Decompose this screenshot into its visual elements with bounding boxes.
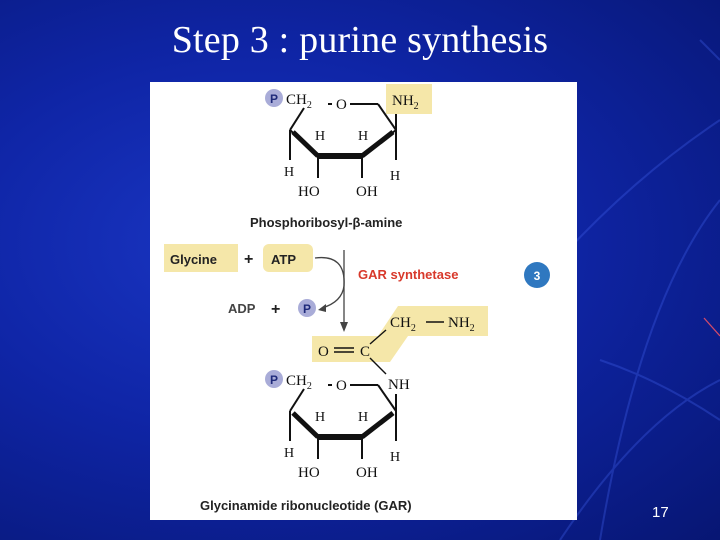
nh2-label: NH2	[392, 93, 419, 112]
svg-text:P: P	[270, 92, 278, 106]
figure-panel: P CH2 O NH2 H H	[150, 82, 577, 520]
reaction-diagram: P CH2 O NH2 H H	[164, 84, 550, 513]
product-name: Glycinamide ribonucleotide (GAR)	[200, 498, 412, 513]
ch2-label: CH2	[286, 92, 312, 111]
phosphate-icon	[265, 370, 283, 388]
plus-sign-input: +	[244, 251, 253, 268]
atp-highlight	[263, 244, 313, 272]
slide-title: Step 3 : purine synthesis	[171, 19, 549, 61]
adp-label: ADP	[228, 301, 256, 316]
decorative-line	[703, 317, 720, 337]
svg-text:H: H	[358, 129, 368, 144]
svg-text:H: H	[315, 410, 325, 425]
phosphate-icon	[298, 299, 316, 317]
nh-label: NH	[388, 377, 410, 393]
slide-number: 17	[652, 504, 669, 521]
svg-text:H: H	[390, 450, 400, 465]
cofactor-arrow	[314, 256, 345, 309]
atp-label: ATP	[271, 252, 296, 267]
svg-text:OH: OH	[356, 465, 378, 481]
svg-text:CH2: CH2	[286, 373, 312, 392]
glycine-highlight	[164, 244, 238, 272]
step-number: 3	[534, 269, 541, 283]
carbonyl-carbon-label: C	[360, 344, 370, 360]
svg-text:O: O	[336, 378, 347, 394]
ring-oxygen-label: O	[336, 97, 347, 113]
svg-text:H: H	[358, 410, 368, 425]
svg-text:HO: HO	[298, 184, 320, 200]
glycyl-highlight	[312, 306, 488, 362]
glycine-label: Glycine	[170, 252, 217, 267]
svg-text:H: H	[315, 129, 325, 144]
svg-text:HO: HO	[298, 465, 320, 481]
svg-text:P: P	[270, 373, 278, 387]
svg-text:H: H	[390, 169, 400, 184]
amine-highlight	[386, 84, 432, 114]
carbonyl-oxygen-label: O	[318, 344, 329, 360]
product-structure: P CH2 O NH H H H H HO OH	[265, 370, 410, 481]
glycyl-nh2-label: NH2	[448, 315, 475, 334]
step-badge	[524, 262, 550, 288]
svg-text:P: P	[303, 302, 311, 316]
reactant-name: Phosphoribosyl-β-amine	[250, 215, 402, 230]
svg-text:H: H	[284, 446, 294, 461]
enzyme-label: GAR synthetase	[358, 267, 458, 282]
svg-text:OH: OH	[356, 184, 378, 200]
plus-sign-output: +	[271, 301, 280, 318]
reactant-structure: P CH2 O NH2 H H	[265, 84, 432, 200]
svg-text:H: H	[284, 165, 294, 180]
glycyl-ch2-label: CH2	[390, 315, 416, 334]
phosphate-icon	[265, 89, 283, 107]
